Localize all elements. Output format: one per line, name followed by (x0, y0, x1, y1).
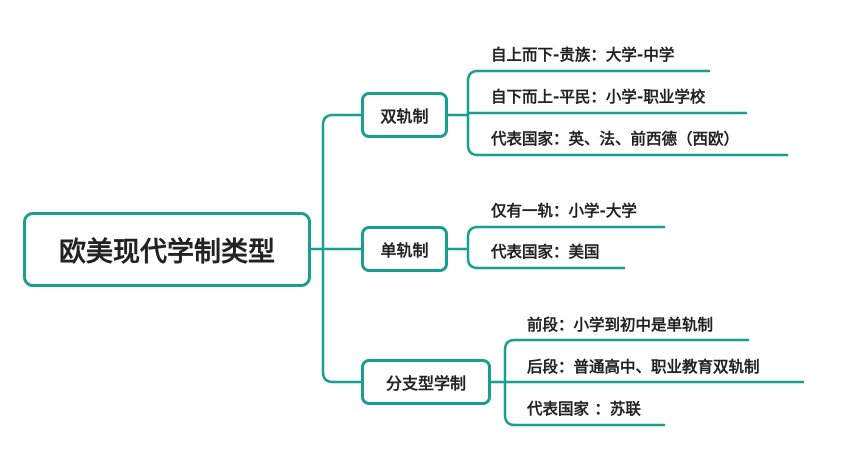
leaf-3-2: 后段：普通高中、职业教育双轨制 (527, 358, 760, 376)
branch-node-branched: 分支型学制 (361, 359, 491, 405)
connector-branch-2-leaves (446, 225, 480, 270)
leaf-1-1: 自上而下-贵族：大学-中学 (491, 46, 675, 64)
leaf-3-3: 代表国家 ：苏联 (527, 400, 641, 418)
leaf-2-1: 仅有一轨：小学-大学 (491, 202, 637, 220)
leaf-2-2: 代表国家：美国 (491, 243, 600, 261)
leaf-1-2: 自下而上-平民：小学-职业学校 (491, 88, 706, 106)
branch-node-dual-track: 双轨制 (361, 92, 448, 138)
leaf-1-3: 代表国家：英、法、前西德（西欧） (491, 130, 740, 148)
leaf-3-1: 前段：小学到初中是单轨制 (527, 316, 714, 334)
root-node: 欧美现代学制类型 (23, 212, 311, 287)
branch-node-single-track: 单轨制 (361, 226, 448, 272)
